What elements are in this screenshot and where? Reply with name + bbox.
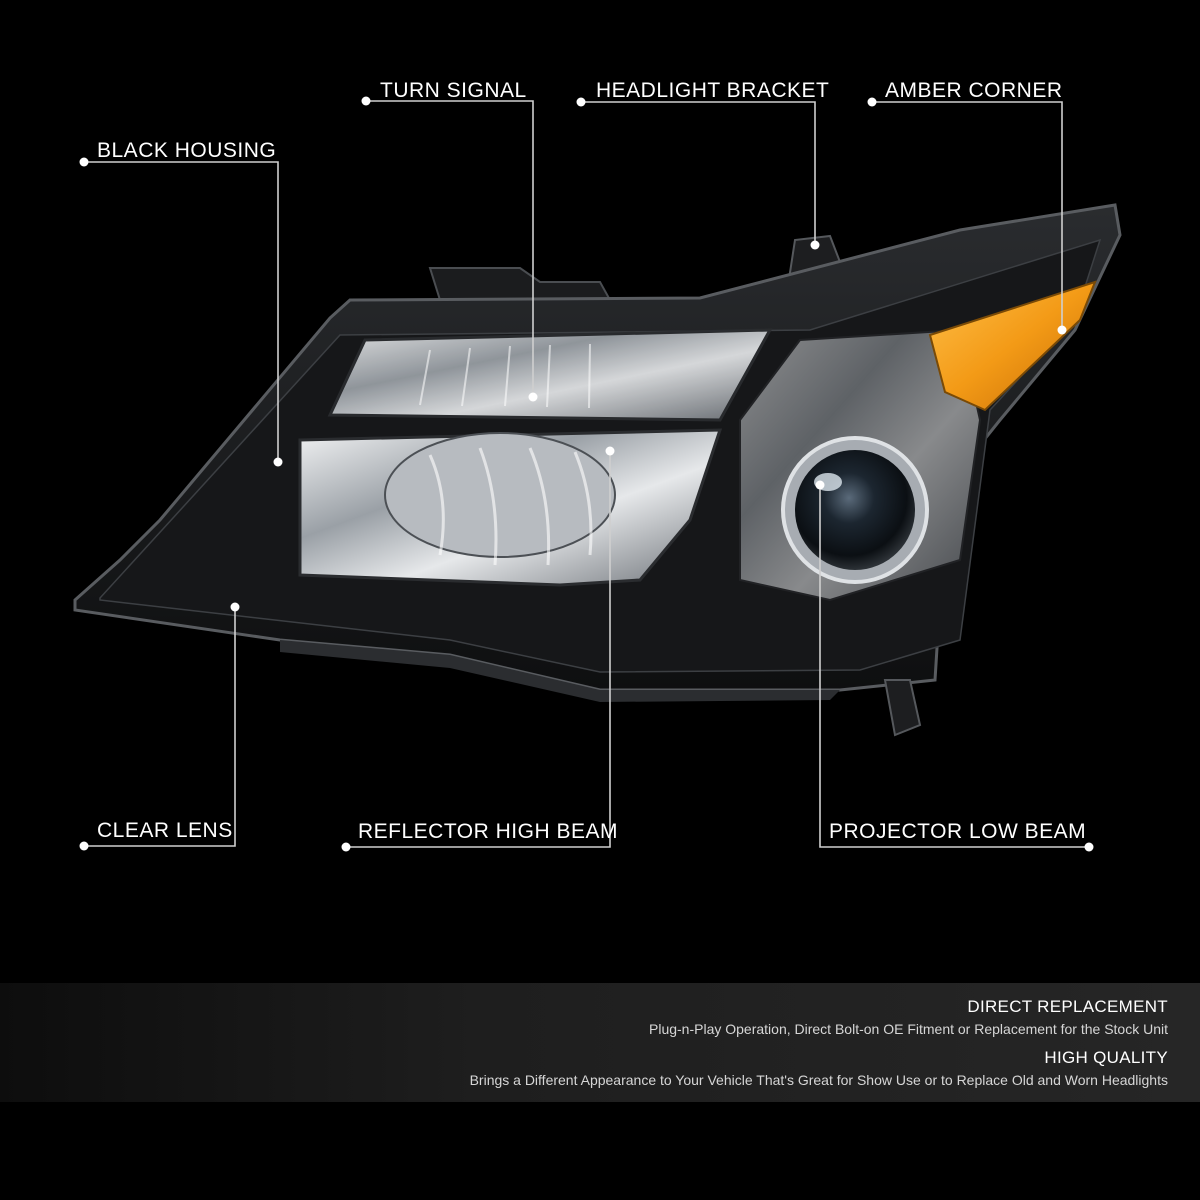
reflector-high-beam-label: REFLECTOR HIGH BEAM xyxy=(358,820,618,843)
headlight-bracket-dot xyxy=(576,97,586,107)
feature-description: Brings a Different Appearance to Your Ve… xyxy=(469,1072,1168,1088)
feature-high-quality: HIGH QUALITY Brings a Different Appearan… xyxy=(470,1048,1168,1088)
feature-band: DIRECT REPLACEMENT Plug-n-Play Operation… xyxy=(0,983,1200,1102)
black-housing-leader xyxy=(84,161,279,462)
callout-dots xyxy=(79,96,1094,852)
feature-title: DIRECT REPLACEMENT xyxy=(967,997,1168,1016)
headlight-bracket-target-dot xyxy=(810,240,820,250)
turn-signal-dot xyxy=(361,96,371,106)
turn-signal-target-dot xyxy=(528,392,538,402)
black-housing-label: BLACK HOUSING xyxy=(97,139,277,162)
clear-lens-target-dot xyxy=(230,602,240,612)
feature-direct-replacement: DIRECT REPLACEMENT Plug-n-Play Operation… xyxy=(649,997,1168,1037)
clear-lens-dot xyxy=(79,841,89,851)
reflector-ridges xyxy=(428,447,593,566)
projector-low-beam-label: PROJECTOR LOW BEAM xyxy=(829,820,1087,843)
amber-corner-label: AMBER CORNER xyxy=(885,79,1063,102)
amber-corner xyxy=(928,280,1097,412)
bottom-lip xyxy=(280,640,840,702)
reflector-bulb-cup xyxy=(384,432,616,558)
feature-description: Plug-n-Play Operation, Direct Bolt-on OE… xyxy=(649,1021,1168,1037)
amber-corner-dot xyxy=(867,97,877,107)
clear-lens-label: CLEAR LENS xyxy=(97,819,233,842)
headlight-bracket-leader xyxy=(581,101,816,245)
black-housing-target-dot xyxy=(273,457,283,467)
projector-low-beam-dot xyxy=(1084,842,1094,852)
projector-low-beam xyxy=(795,450,915,570)
top-flange xyxy=(428,267,612,301)
turn-signal xyxy=(327,328,773,422)
reflector-high-beam-dot xyxy=(341,842,351,852)
projector-low-beam-target-dot xyxy=(815,480,825,490)
turn-signal-leader xyxy=(366,100,534,397)
lower-mount-tab xyxy=(883,679,922,737)
turn-signal-label: TURN SIGNAL xyxy=(380,79,527,102)
callout-lines xyxy=(84,100,1089,848)
amber-corner-target-dot xyxy=(1057,325,1067,335)
headlight-assembly xyxy=(73,203,1122,737)
headlight-bracket-label: HEADLIGHT BRACKET xyxy=(596,79,830,102)
reflector-high-beam-leader xyxy=(346,451,611,848)
clear-lens-leader xyxy=(84,607,236,847)
turn-signal-ridges xyxy=(419,343,591,409)
projector-low-beam-leader xyxy=(819,485,1089,848)
feature-title: HIGH QUALITY xyxy=(1044,1048,1168,1067)
amber-corner-leader xyxy=(872,101,1063,330)
black-housing-dot xyxy=(79,157,89,167)
reflector-high-beam-target-dot xyxy=(605,446,615,456)
